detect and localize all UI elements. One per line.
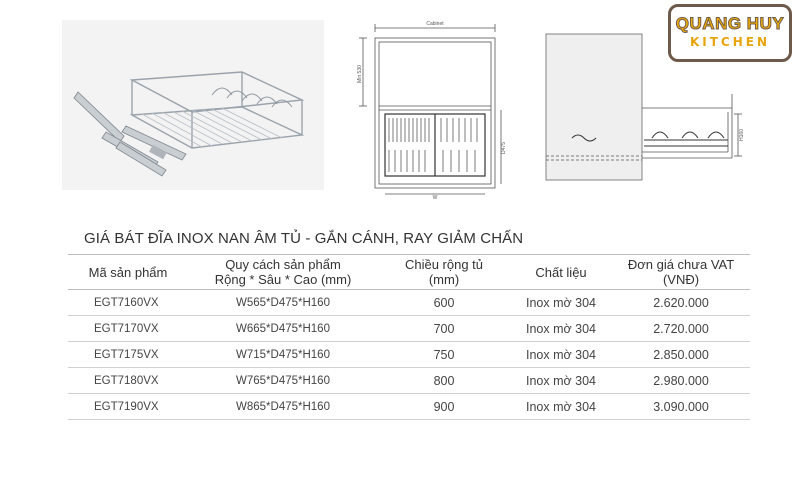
table-row: EGT7180VX W765*D475*H160 800 Inox mờ 304… xyxy=(68,367,750,394)
cell-material: Inox mờ 304 xyxy=(510,289,612,316)
cell-spec: W865*D475*H160 xyxy=(188,393,378,420)
cell-code: EGT7160VX xyxy=(68,289,188,316)
header-cabinet-width: Chiều rộng tủ(mm) xyxy=(378,254,510,290)
cell-price: 2.620.000 xyxy=(612,289,750,316)
cell-spec: W715*D475*H160 xyxy=(188,341,378,368)
cell-spec: W565*D475*H160 xyxy=(188,289,378,316)
cabinet-label: Cabinet xyxy=(426,21,444,27)
cell-price: 2.850.000 xyxy=(612,341,750,368)
width-mark: W xyxy=(433,195,438,200)
brand-name: QUANG HUY xyxy=(675,14,785,34)
cell-material: Inox mờ 304 xyxy=(510,393,612,420)
cell-price: 3.090.000 xyxy=(612,393,750,420)
cell-cabinet-width: 700 xyxy=(378,315,510,342)
height-mark: Min 530 xyxy=(357,65,363,83)
cell-cabinet-width: 750 xyxy=(378,341,510,368)
header-price: Đơn giá chưa VAT (VNĐ) xyxy=(612,254,750,290)
cell-cabinet-width: 800 xyxy=(378,367,510,394)
front-view-drawing: Cabinet Min 530 D475 W xyxy=(355,14,510,200)
cell-material: Inox mờ 304 xyxy=(510,341,612,368)
cell-price: 2.980.000 xyxy=(612,367,750,394)
brand-logo: QUANG HUY KITCHEN xyxy=(668,4,792,62)
side-view-drawing: H160 xyxy=(532,28,747,188)
table-row: EGT7175VX W715*D475*H160 750 Inox mờ 304… xyxy=(68,341,750,368)
cell-material: Inox mờ 304 xyxy=(510,367,612,394)
header-code: Mã sản phẩm xyxy=(68,254,188,290)
cell-cabinet-width: 600 xyxy=(378,289,510,316)
cell-code: EGT7180VX xyxy=(68,367,188,394)
cell-price: 2.720.000 xyxy=(612,315,750,342)
table-row: EGT7160VX W565*D475*H160 600 Inox mờ 304… xyxy=(68,289,750,316)
table-row: EGT7170VX W665*D475*H160 700 Inox mờ 304… xyxy=(68,315,750,342)
depth-mark: D475 xyxy=(501,142,507,154)
table-row: EGT7190VX W865*D475*H160 900 Inox mờ 304… xyxy=(68,393,750,420)
cell-material: Inox mờ 304 xyxy=(510,315,612,342)
product-title: GIÁ BÁT ĐĨA INOX NAN ÂM TỦ - GẮN CÁNH, R… xyxy=(84,230,524,247)
cell-code: EGT7170VX xyxy=(68,315,188,342)
cell-code: EGT7190VX xyxy=(68,393,188,420)
brand-subtitle: KITCHEN xyxy=(689,35,771,49)
header-material: Chất liệu xyxy=(510,254,612,290)
side-height-mark: H160 xyxy=(739,129,745,141)
cell-spec: W665*D475*H160 xyxy=(188,315,378,342)
cell-spec: W765*D475*H160 xyxy=(188,367,378,394)
cell-code: EGT7175VX xyxy=(68,341,188,368)
product-photo xyxy=(62,20,324,190)
cell-cabinet-width: 900 xyxy=(378,393,510,420)
